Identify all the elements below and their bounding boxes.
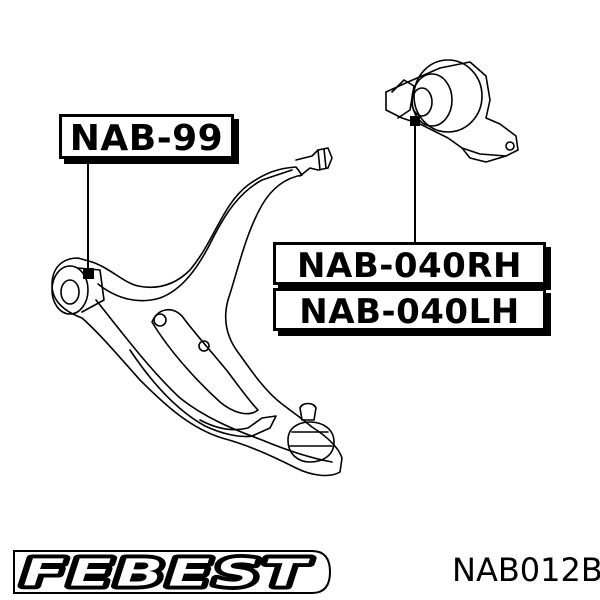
part-number: NAB012B: [452, 551, 600, 589]
front-bushing-inner: [60, 279, 80, 305]
ball-joint-boot: [289, 431, 333, 447]
leader-nab040-marker: [410, 116, 420, 126]
arm-hole-2: [198, 340, 210, 352]
rear-bracket-edge: [461, 147, 507, 163]
svg-text:FEBEST: FEBEST: [22, 551, 312, 595]
rear-bushing-flange: [391, 79, 415, 119]
ball-joint-stud: [299, 402, 317, 421]
control-arm-inner-edge: [97, 169, 293, 302]
arm-rib: [199, 415, 277, 437]
control-arm-outline: [51, 166, 343, 477]
arm-hole-1: [153, 313, 167, 327]
ball-joint-body: [287, 421, 335, 463]
control-arm-lower-edge: [95, 299, 333, 463]
front-bushing-outer: [51, 265, 89, 315]
label-nab-99: NAB-99: [59, 114, 234, 159]
rear-stud-thread: [317, 148, 327, 171]
febest-logo: FEBEST FEBEST: [13, 548, 332, 599]
svg-text:FEBEST: FEBEST: [22, 551, 312, 595]
label-nab-040lh: NAB-040LH: [273, 288, 546, 331]
rear-stud: [295, 147, 333, 177]
label-nab-040rh: NAB-040RH: [273, 242, 546, 285]
arm-cutout-1: [151, 309, 259, 415]
leader-nab99-marker: [83, 268, 94, 279]
rear-bracket-hole: [505, 141, 515, 151]
rear-bushing-outer: [413, 59, 483, 133]
arm-cutout-2: [129, 349, 255, 438]
rear-bushing-bracket: [385, 61, 519, 157]
